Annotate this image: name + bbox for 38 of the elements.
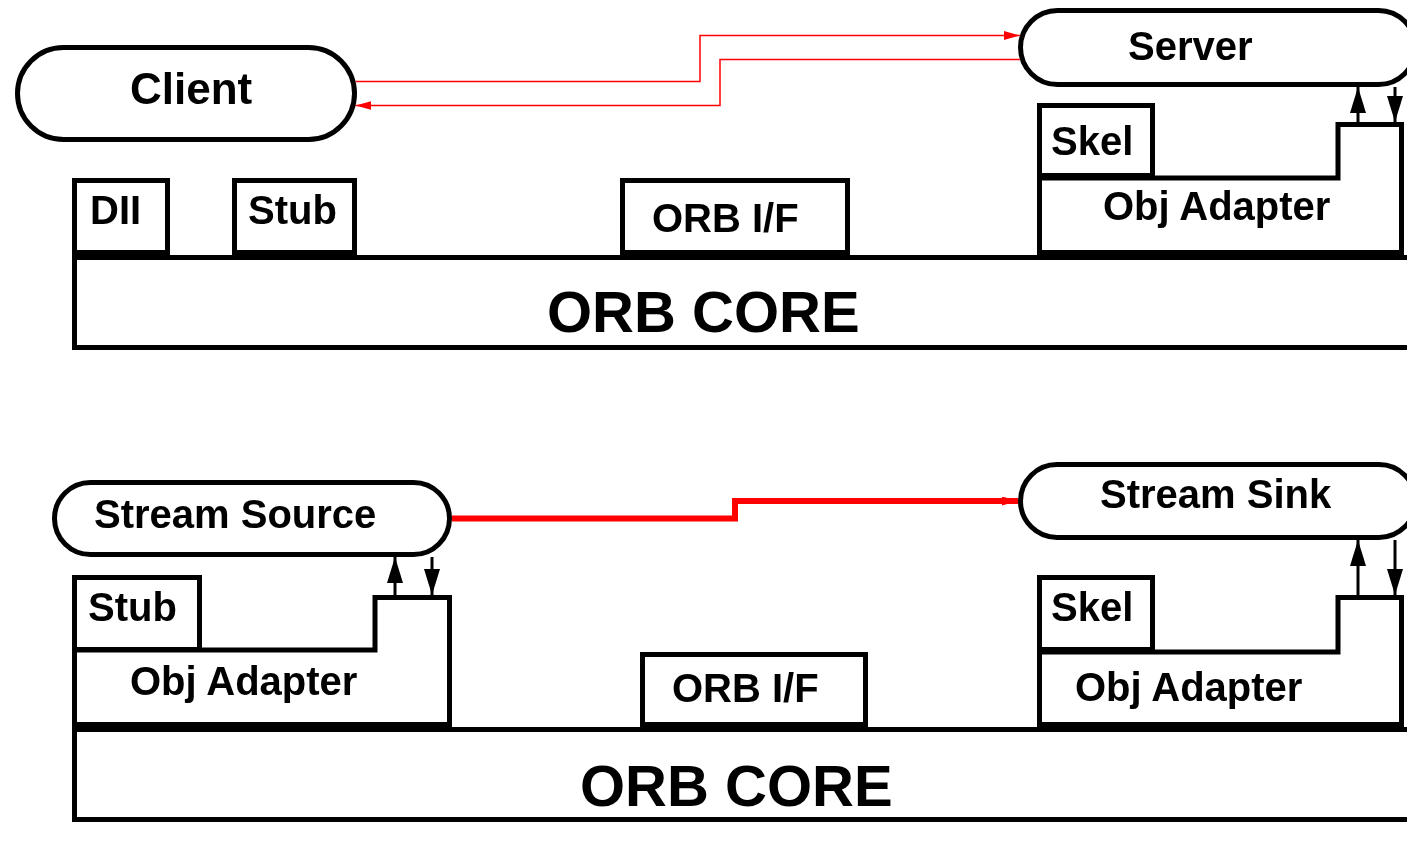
box-label: Stub (88, 587, 177, 627)
box-label: Obj Adapter (130, 661, 358, 701)
box-label: Client (130, 67, 253, 111)
arrow (424, 557, 440, 595)
arrow (354, 31, 1021, 83)
arrow (354, 58, 1021, 110)
box-label: Server (1128, 26, 1253, 66)
box-label: Obj Adapter (1075, 667, 1303, 707)
layer-box (232, 178, 357, 255)
layer-box (620, 178, 850, 255)
box-label: DII (90, 190, 142, 230)
box-label: Obj Adapter (1103, 186, 1331, 226)
layer-box (72, 178, 170, 255)
layer-box (1037, 103, 1155, 178)
layer-box (640, 652, 868, 727)
rounded-box (15, 45, 357, 142)
arrow (387, 557, 403, 595)
arrow (1350, 540, 1366, 595)
box-label: Skel (1051, 121, 1134, 161)
arrow (452, 496, 1018, 522)
box-label: Stream Sink (1100, 474, 1332, 514)
arrow (1387, 540, 1403, 595)
layer-box (72, 727, 1407, 822)
rounded-box (52, 480, 452, 557)
box-label: Stub (248, 190, 337, 230)
rounded-box (1018, 462, 1407, 540)
box-label: ORB CORE (547, 283, 860, 341)
box-label: ORB I/F (652, 198, 799, 238)
stepped-block (1037, 122, 1404, 255)
box-label: ORB CORE (580, 757, 893, 815)
arrow (1350, 87, 1366, 122)
rounded-box (1018, 8, 1407, 87)
box-label: ORB I/F (672, 668, 819, 708)
box-label: Stream Source (94, 494, 377, 534)
box-label: Skel (1051, 587, 1134, 627)
layer-box (72, 255, 1407, 350)
layer-box (1037, 575, 1155, 652)
arrow (1387, 87, 1403, 122)
